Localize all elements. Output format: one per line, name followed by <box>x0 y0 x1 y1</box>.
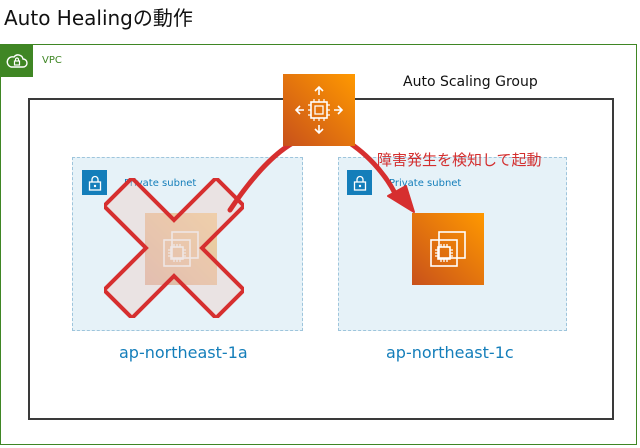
subnet-label-a: Private subnet <box>124 178 197 189</box>
vpc-boundary <box>0 44 637 445</box>
lock-icon <box>347 170 372 195</box>
auto-scaling-icon <box>283 74 355 146</box>
lock-icon <box>82 170 107 195</box>
subnet-label-c: Private subnet <box>389 178 462 189</box>
recovery-action-label: 障害発生を検知して起動 <box>377 151 542 169</box>
page-title: Auto Healingの動作 <box>4 6 193 30</box>
new-ec2-instance <box>412 213 484 285</box>
cross-icon <box>104 178 244 318</box>
availability-zone-label-a: ap-northeast-1a <box>119 343 248 362</box>
private-subnet-a <box>72 157 303 331</box>
availability-zone-label-c: ap-northeast-1c <box>386 343 514 362</box>
cloud-lock-icon <box>0 44 33 77</box>
auto-scaling-group-label: Auto Scaling Group <box>403 74 538 90</box>
vpc-label: VPC <box>42 55 62 66</box>
ec2-instance-icon <box>430 231 466 267</box>
ec2-instance-icon <box>163 231 199 267</box>
